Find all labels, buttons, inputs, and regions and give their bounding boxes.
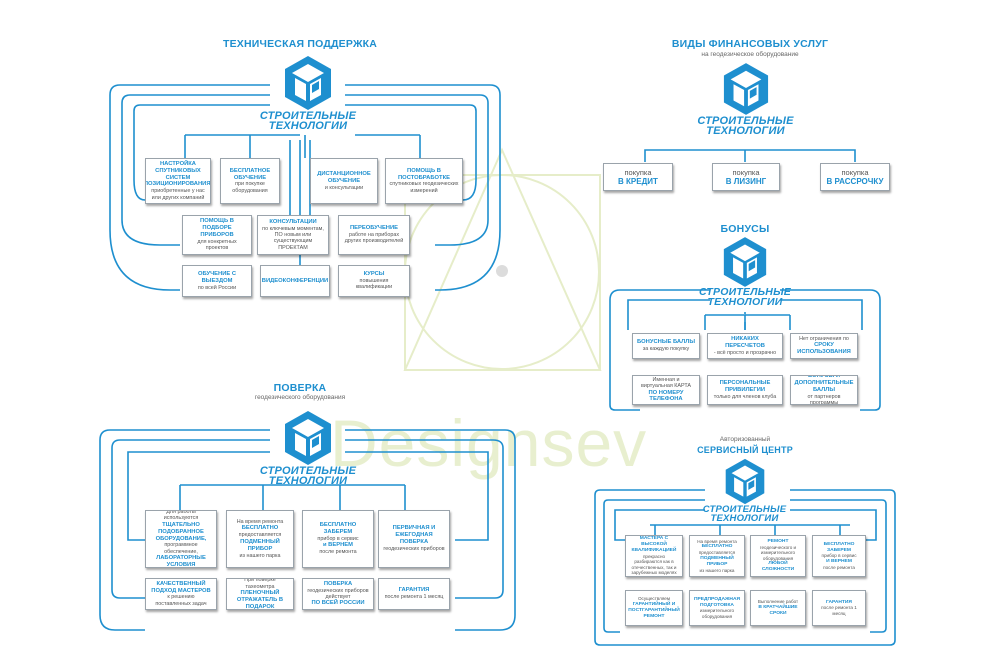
bonus-box-partners: БОНУСЫ И ДОПОЛНИТЕЛЬНЫЕ БАЛЛЫ от партнер… [790, 375, 858, 405]
service-box-substitute: На время ремонта БЕСПЛАТНО предоставляет… [689, 535, 745, 577]
tech-box-postprocessing: ПОМОЩЬ В ПОСТОБРАБОТКЕ спутниковых геоде… [385, 158, 463, 204]
tech-support-title: ТЕХНИЧЕСКАЯ ПОДДЕРЖКА [222, 38, 378, 50]
verify-box-warranty: ГАРАНТИЯ после ремонта 1 месяц [378, 578, 450, 610]
brand-line-1: СТРОИТЕЛЬНЫЕ [259, 465, 357, 477]
service-box-fast: Выполнение работ В КРАТЧАЙШИЕ СРОКИ [750, 590, 806, 626]
bonus-box-privileges: ПЕРСОНАЛЬНЫЕ ПРИВИЛЕГИИ только для члено… [707, 375, 783, 405]
verify-box-substitute: На время ремонта БЕСПЛАТНО предоставляет… [226, 510, 294, 568]
service-box-pickup: БЕСПЛАТНО ЗАБЕРЕМ прибор в сервис И ВЕРН… [812, 535, 866, 577]
brand-logo-service: СТРОИТЕЛЬНЫЕ ТЕХНОЛОГИИ [687, 458, 802, 523]
service-box-masters: МАСТЕРА С ВЫСОКОЙ КВАЛИФИКАЦИЕЙ прекрасн… [625, 535, 683, 577]
verify-box-pickup: БЕСПЛАТНО ЗАБЕРЕМ прибор в сервис и ВЕРН… [302, 510, 374, 568]
tech-box-retraining: ПЕРЕОБУЧЕНИЕ работе на приборах других п… [338, 215, 410, 255]
brand-name: СТРОИТЕЛЬНЫЕ ТЕХНОЛОГИИ [243, 110, 373, 133]
fin-box-credit: покупка В КРЕДИТ [603, 163, 673, 191]
tech-box-device-selection: ПОМОЩЬ В ПОДБОРЕ ПРИБОРОВ для конкретных… [182, 215, 252, 255]
verify-box-russia: ПОВЕРКА геодезических приборов действует… [302, 578, 374, 610]
brand-line-2: ТЕХНОЛОГИИ [268, 120, 348, 133]
fin-title: ВИДЫ ФИНАНСОВЫХ УСЛУГ [671, 38, 829, 50]
brand-logo-fin: СТРОИТЕЛЬНЫЕ ТЕХНОЛОГИИ [683, 62, 808, 137]
bonus-box-no-recalc: НИКАКИХ ПЕРЕСЧЕТОВ - всё просто и прозра… [707, 333, 783, 359]
tech-box-onsite-training: ОБУЧЕНИЕ С ВЫЕЗДОМ по всей России [182, 265, 252, 297]
cube-logo-icon [285, 411, 331, 465]
bonus-box-card: Именная и виртуальная КАРТА ПО НОМЕРУ ТЕ… [632, 375, 700, 405]
verify-box-primary: ПЕРВИЧНАЯ И ЕЖЕГОДНАЯ ПОВЕРКА геодезичес… [378, 510, 450, 568]
verify-box-equipment: Для работы используются ТЩАТЕЛЬНО ПОДОБР… [145, 510, 217, 568]
tech-box-consultations: КОНСУЛЬТАЦИИ по ключевым моментам, ПО но… [257, 215, 329, 255]
tech-box-free-training: БЕСПЛАТНОЕ ОБУЧЕНИЕ при покупке оборудов… [220, 158, 280, 204]
cube-logo-icon [285, 56, 331, 110]
tech-box-gnss-setup: НАСТРОЙКА СПУТНИКОВЫХ СИСТЕМ ПОЗИЦИОНИРО… [145, 158, 211, 204]
brand-line-1: СТРОИТЕЛЬНЫЕ [697, 115, 794, 127]
brand-line-2: ТЕХНОЛОГИИ [706, 125, 785, 138]
service-box-warranty-repair: Осуществляем ГАРАНТИЙНЫЙ И ПОСТГАРАНТИЙН… [625, 590, 683, 626]
cube-logo-icon [723, 63, 768, 115]
brand-line-2: ТЕХНОЛОГИИ [268, 475, 348, 488]
verify-title: ПОВЕРКА [273, 382, 327, 394]
service-box-repair: РЕМОНТ геодезического и измерительного о… [750, 535, 806, 577]
brand-logo-tech: СТРОИТЕЛЬНЫЕ ТЕХНОЛОГИИ [243, 55, 373, 132]
cube-logo-icon [723, 237, 767, 287]
fin-subtitle: на геодезическое оборудование [701, 51, 799, 58]
tech-box-videoconf: ВИДЕОКОНФЕРЕНЦИИ [260, 265, 330, 297]
verify-subtitle: геодезического оборудования [254, 394, 346, 401]
service-title: СЕРВИСНЫЙ ЦЕНТР [697, 445, 793, 455]
fin-box-leasing: покупка В ЛИЗИНГ [712, 163, 780, 191]
bonus-box-points: БОНУСНЫЕ БАЛЛЫ за каждую покупку [632, 333, 700, 359]
tech-box-courses: КУРСЫ повышения квалификации [338, 265, 410, 297]
verify-box-masters: КАЧЕСТВЕННЫЙ ПОДХОД МАСТЕРОВ к решению п… [145, 578, 217, 610]
service-box-warranty: ГАРАНТИЯ после ремонта 1 месяц [812, 590, 866, 626]
brand-logo-bonus: СТРОИТЕЛЬНЫЕ ТЕХНОЛОГИИ [685, 236, 805, 308]
tech-box-remote-training: ДИСТАНЦИОННОЕ ОБУЧЕНИЕ и консультации [310, 158, 378, 204]
brand-line-1: СТРОИТЕЛЬНЫЕ [259, 110, 357, 122]
verify-box-reflector: При поверке тахеометра ПЛЕНОЧНЫЙ ОТРАЖАТ… [226, 578, 294, 610]
bonus-box-no-expiry: Нет ограничения по СРОКУ ИСПОЛЬЗОВАНИЯ [790, 333, 858, 359]
brand-line-1: СТРОИТЕЛЬНЫЕ [699, 286, 791, 298]
service-subtitle: Авторизованный [719, 436, 771, 443]
brand-line-2: ТЕХНОЛОГИИ [710, 513, 779, 525]
brand-line-2: ТЕХНОЛОГИИ [707, 295, 783, 308]
service-box-presale: ПРЕДПРОДАЖНАЯ ПОДГОТОВКА измерительного … [689, 590, 745, 626]
bonus-title: БОНУСЫ [720, 223, 770, 235]
brand-logo-verify: СТРОИТЕЛЬНЫЕ ТЕХНОЛОГИИ [243, 410, 373, 487]
cube-logo-icon [725, 458, 764, 505]
fin-box-installment: покупка В РАССРОЧКУ [820, 163, 890, 191]
brand-line-1: СТРОИТЕЛЬНЫЕ [702, 504, 787, 515]
